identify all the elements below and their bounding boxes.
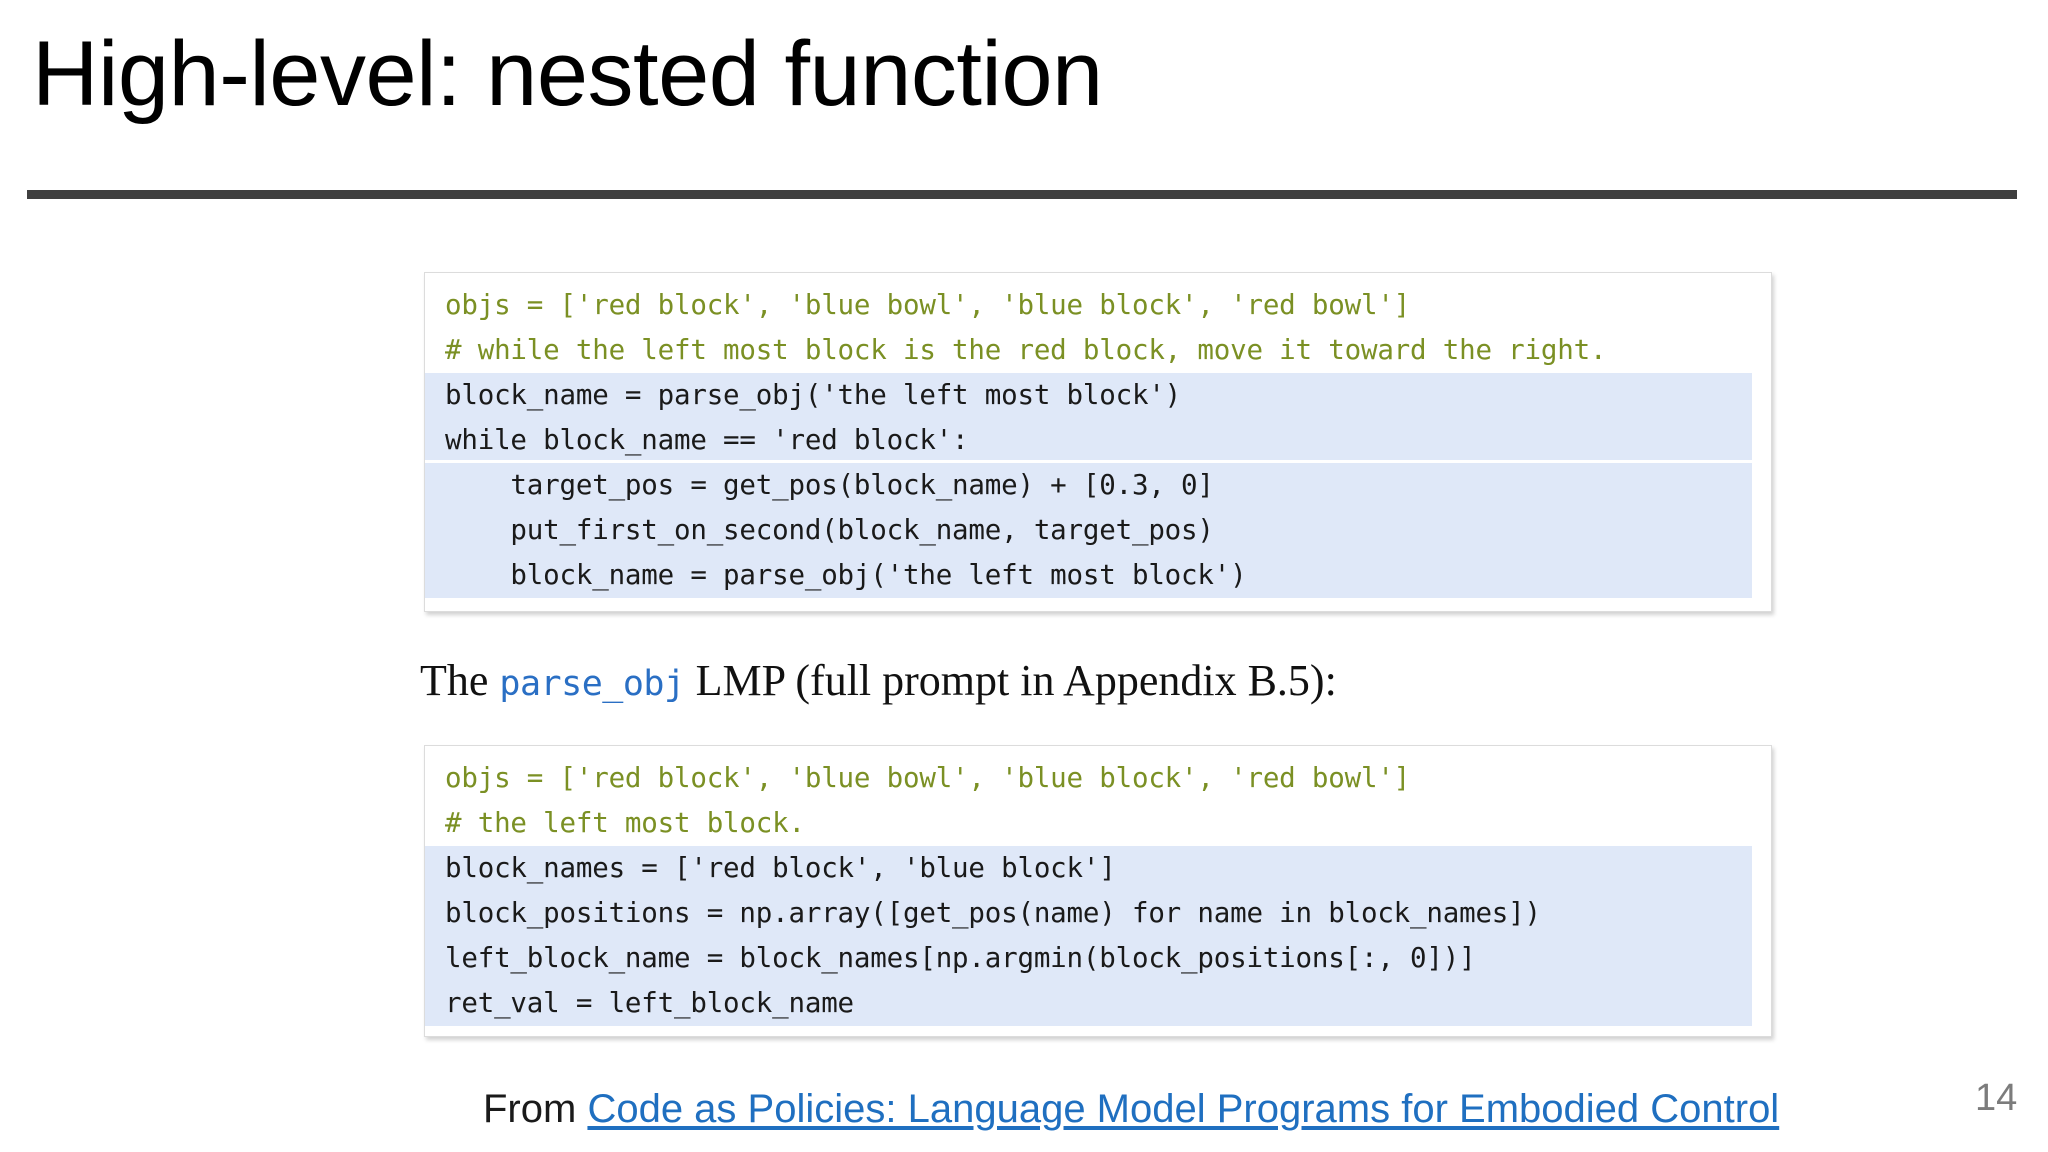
code-line: objs = ['red block', 'blue bowl', 'blue … [425,283,1771,328]
source-attribution: From Code as Policies: Language Model Pr… [483,1085,1779,1133]
code-line: # while the left most block is the red b… [425,328,1771,373]
code-line: block_name = parse_obj('the left most bl… [425,373,1752,418]
footer-prefix: From [483,1087,588,1131]
caption-code-term: parse_obj [499,664,685,704]
code-line: block_name = parse_obj('the left most bl… [425,553,1752,598]
code-block-parse-obj: objs = ['red block', 'blue bowl', 'blue … [424,745,1772,1037]
code-block-high-level: objs = ['red block', 'blue bowl', 'blue … [424,272,1772,612]
code-lines-2: objs = ['red block', 'blue bowl', 'blue … [425,746,1771,1036]
code-line: while block_name == 'red block': [425,418,1752,463]
code-line: # the left most block. [425,801,1771,846]
code-line: block_positions = np.array([get_pos(name… [425,891,1752,936]
code-line: target_pos = get_pos(block_name) + [0.3,… [425,463,1752,508]
code-lines-1: objs = ['red block', 'blue bowl', 'blue … [425,273,1771,608]
code-line: ret_val = left_block_name [425,981,1752,1026]
code-line: objs = ['red block', 'blue bowl', 'blue … [425,756,1771,801]
page-title: High-level: nested function [32,23,1103,125]
caption-parse-obj-lmp: The parse_obj LMP (full prompt in Append… [420,655,1337,710]
code-line: block_names = ['red block', 'blue block'… [425,846,1752,891]
title-divider [27,190,2017,199]
caption-prefix: The [420,656,500,705]
source-link[interactable]: Code as Policies: Language Model Program… [587,1087,1780,1131]
code-line: left_block_name = block_names[np.argmin(… [425,936,1752,981]
page-number: 14 [1975,1077,2018,1119]
code-line: put_first_on_second(block_name, target_p… [425,508,1752,553]
caption-suffix: LMP (full prompt in Appendix B.5): [684,656,1337,705]
